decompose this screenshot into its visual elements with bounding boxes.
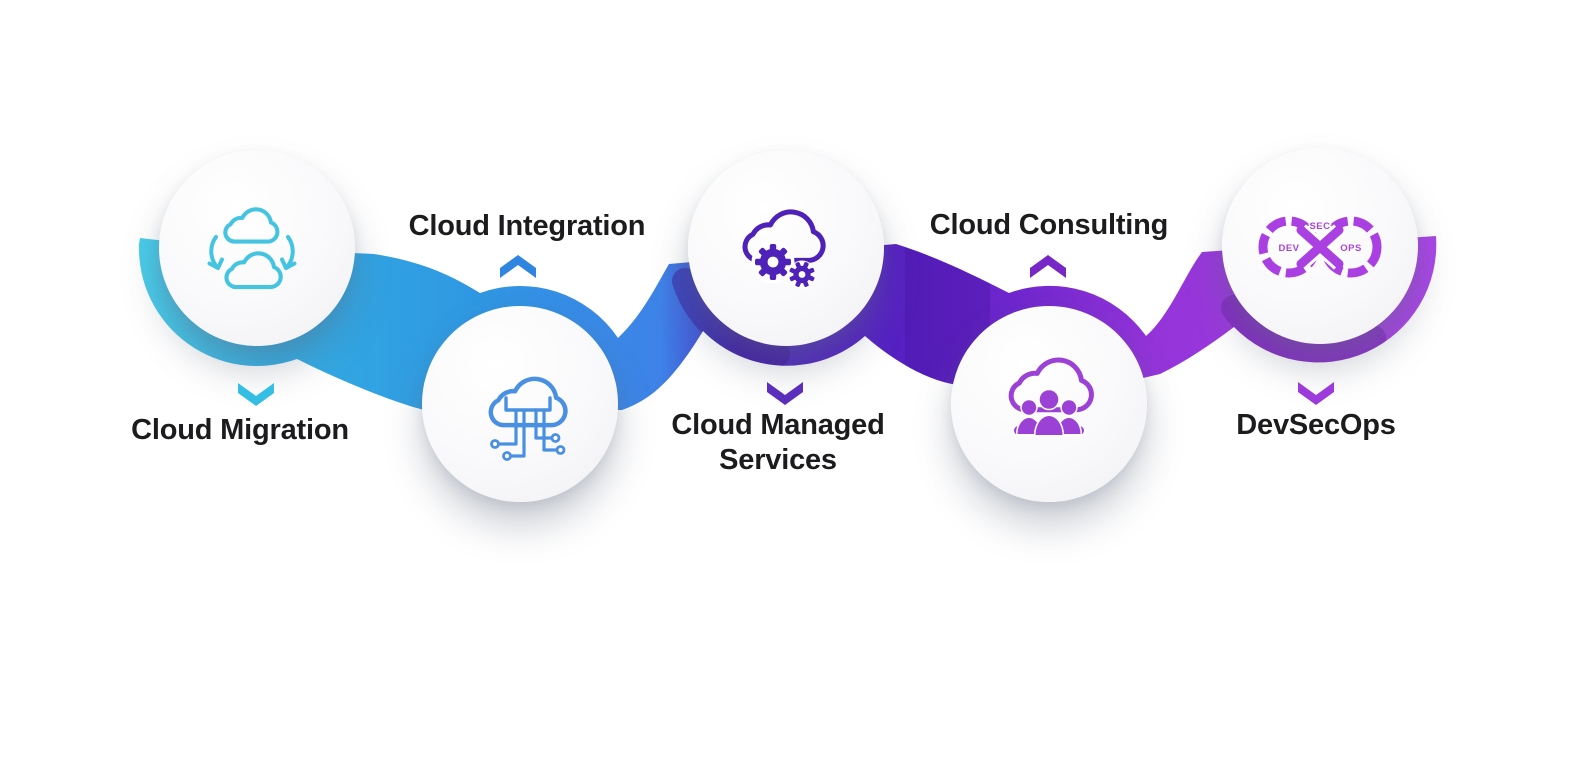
label-cloud-consulting: Cloud Consulting — [929, 209, 1169, 241]
chevron-down-icon — [238, 383, 274, 406]
circle-cloud-managed-services — [688, 150, 884, 346]
label-cloud-managed-services: Cloud Managed Services — [671, 409, 885, 476]
circle-cloud-integration — [422, 306, 618, 502]
circle-devsecops — [1222, 148, 1418, 344]
chevron-up-icon — [500, 255, 536, 278]
chevron-down-icon — [767, 382, 803, 405]
label-cloud-integration: Cloud Integration — [408, 210, 646, 242]
label-cloud-migration: Cloud Migration — [131, 414, 349, 446]
circle-cloud-consulting — [951, 306, 1147, 502]
label-devsecops: DevSecOps — [1236, 409, 1396, 441]
chevron-down-icon — [1298, 382, 1334, 405]
chevron-up-icon — [1030, 255, 1066, 278]
circle-cloud-migration — [159, 150, 355, 346]
